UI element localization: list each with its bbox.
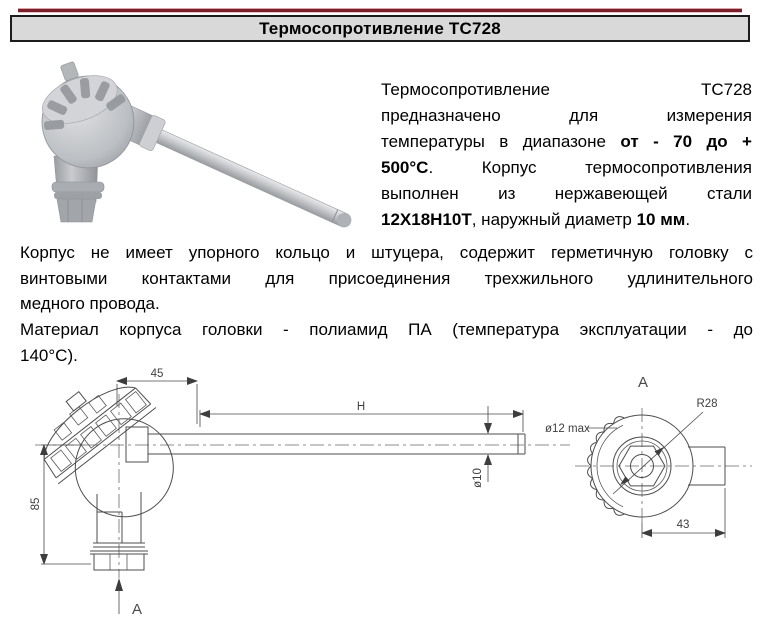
probe-view: H ø10 — [126, 401, 525, 488]
body-line: Материал корпуса головки - полиамид ПА (… — [20, 320, 753, 340]
dim-45-label: 45 — [151, 368, 164, 380]
dim-d10-label: ø10 — [472, 468, 484, 488]
intro-line: 12Х18Н10Т, наружный диаметр 10 мм. — [381, 210, 691, 229]
title-bar: Термосопротивление ТС728 — [10, 15, 750, 42]
head — [41, 61, 135, 169]
intro-line: предназначено для измерения — [381, 106, 752, 125]
intro-line: Термосопротивление ТС728 — [381, 80, 752, 99]
body-line: 140°С). — [20, 345, 78, 365]
intro-line: температуры в диапазоне от - 70 до + — [381, 132, 752, 151]
technical-drawing: 45 85 A H ø10 — [30, 368, 765, 618]
view-title-label: A — [638, 374, 648, 391]
view-arrow-label: A — [132, 601, 142, 618]
page-title: Термосопротивление ТС728 — [259, 18, 501, 38]
intro-line: выполнен из нержавеющей стали — [381, 184, 752, 203]
dim-R28-label: R28 — [696, 398, 717, 410]
dim-H-label: H — [357, 401, 365, 413]
probe-tube — [101, 98, 352, 228]
top-accent-rule — [18, 9, 742, 12]
body-line: Корпус не имеет упорного кольцо и штуцер… — [20, 243, 753, 262]
cap-screw-nub — [60, 61, 79, 81]
product-photo — [41, 61, 352, 228]
intro-paragraph: Термосопротивление ТС728 предназначено д… — [381, 77, 752, 233]
dim-43-label: 43 — [677, 519, 690, 531]
lower-connector — [51, 155, 105, 223]
intro-line: 500°С. Корпус термосопротивления — [381, 158, 752, 177]
body-paragraphs: Корпус не имеет упорного кольцо и штуцер… — [20, 240, 753, 369]
side-view: 45 85 A — [30, 368, 570, 618]
body-line: медного провода. — [20, 294, 160, 314]
end-view-A: A R28 ø12 max — [545, 374, 752, 538]
body-line: винтовыми контактами для присоединения т… — [20, 268, 753, 288]
dim-d12-label: ø12 max — [545, 423, 590, 435]
dim-85-label: 85 — [30, 498, 42, 511]
